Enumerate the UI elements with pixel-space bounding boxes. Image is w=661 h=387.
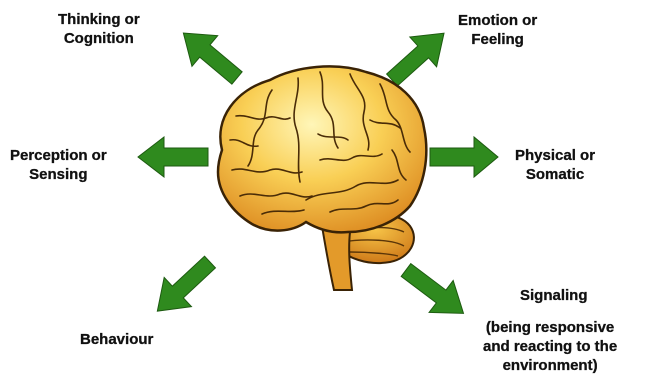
arrow-physical-icon — [429, 135, 499, 179]
label-line: environment) — [502, 357, 598, 374]
label-line: and reacting to the — [483, 338, 618, 355]
label-line: Sensing — [29, 166, 88, 183]
label-line: Thinking or — [58, 11, 140, 28]
arrow-emotion-icon — [385, 32, 445, 87]
label-line: (being responsive — [485, 319, 615, 336]
label-line: Somatic — [525, 166, 585, 183]
label-thinking: Thinking or Cognition — [58, 10, 140, 48]
label-line: Signaling — [520, 287, 588, 304]
brain-icon — [216, 65, 428, 291]
label-emotion: Emotion or Feeling — [458, 11, 537, 49]
label-line: Perception or — [10, 147, 107, 164]
label-line: Feeling — [471, 31, 524, 48]
label-behaviour: Behaviour — [80, 330, 154, 349]
label-perception: Perception or Sensing — [10, 146, 107, 184]
label-signaling-note: (being responsive and reacting to the en… — [483, 318, 617, 375]
label-line: Emotion or — [458, 12, 538, 29]
arrow-thinking-icon — [182, 32, 243, 85]
label-physical: Physical or Somatic — [515, 146, 595, 184]
arrow-perception-icon — [137, 135, 209, 179]
label-line: Cognition — [63, 30, 134, 47]
label-signaling: Signaling — [520, 286, 588, 305]
label-line: Physical or — [515, 147, 596, 164]
arrow-behaviour-icon — [156, 255, 217, 312]
arrow-signaling-icon — [400, 262, 465, 314]
label-line: Behaviour — [80, 331, 154, 348]
